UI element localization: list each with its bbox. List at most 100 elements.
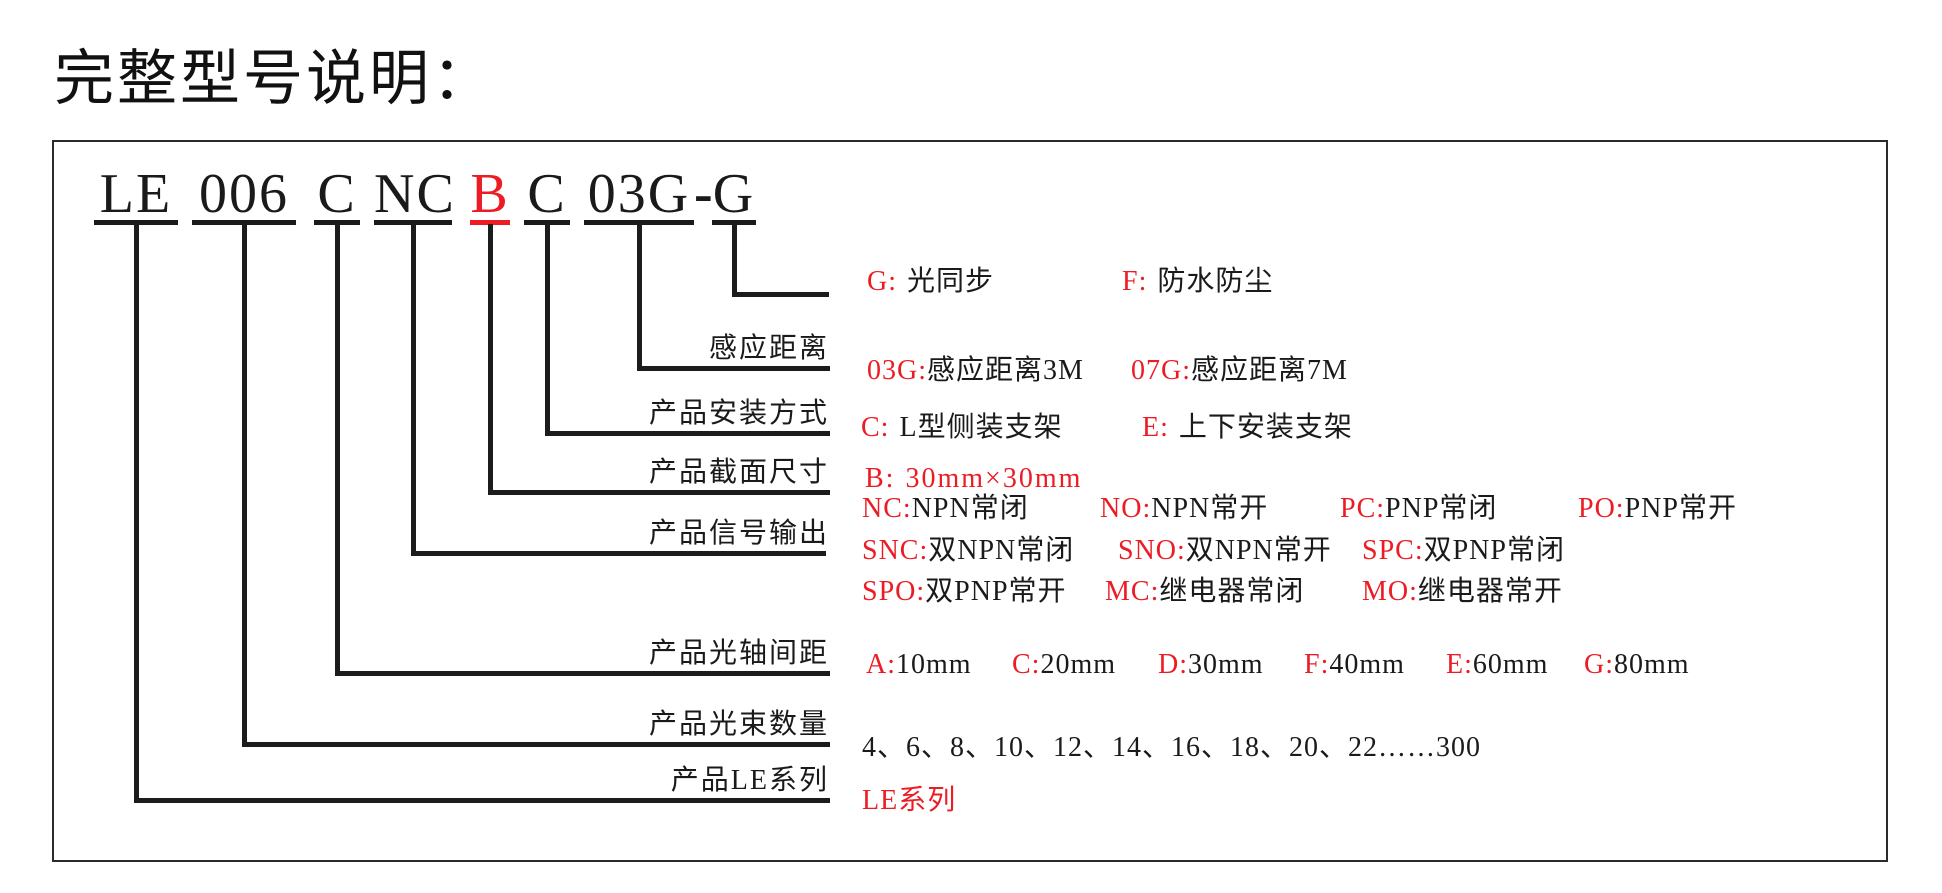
option-code: C: <box>861 412 890 443</box>
option-desc: 感应距离7M <box>1191 355 1348 386</box>
option-pitch-d: D:30mm <box>1158 648 1264 682</box>
connector-line-series <box>134 798 830 803</box>
connector-line-sync <box>732 292 829 297</box>
option-distance-7m: 07G:感应距离7M <box>1131 354 1348 388</box>
option-desc: 80mm <box>1614 649 1690 680</box>
option-pitch-e: E:60mm <box>1446 648 1548 682</box>
option-mount-l-bracket: C: L型侧装支架 <box>861 411 1063 445</box>
option-signal-mc: MC:继电器常闭 <box>1105 575 1304 609</box>
option-signal-mo: MO:继电器常开 <box>1362 575 1563 609</box>
connector-stem-le <box>134 224 139 803</box>
model-segment-b: B <box>470 163 510 225</box>
option-desc: 20mm <box>1040 649 1117 680</box>
row-label-beam-count: 产品光束数量 <box>648 709 829 740</box>
row-label-distance: 感应距离 <box>708 333 829 364</box>
option-signal-po: PO:PNP常开 <box>1578 492 1737 526</box>
option-desc: 光同步 <box>907 266 995 297</box>
option-code: D: <box>1158 649 1188 680</box>
option-desc: 感应距离3M <box>927 355 1084 386</box>
option-code: MO: <box>1362 576 1418 607</box>
connector-line-distance <box>637 366 830 371</box>
connector-stem-c1 <box>335 224 340 676</box>
connector-line-axis-pitch <box>335 671 830 676</box>
option-desc: 继电器常开 <box>1417 576 1563 607</box>
option-pitch-f: F:40mm <box>1304 648 1405 682</box>
option-code: PC: <box>1340 493 1386 524</box>
option-le-series: LE系列 <box>862 784 956 818</box>
option-code: SNO: <box>1118 535 1186 566</box>
option-code: F: <box>1304 649 1330 680</box>
model-segment-nc: NC <box>374 163 456 225</box>
row-label-axis-pitch: 产品光轴间距 <box>648 638 829 669</box>
model-segment-hyphen: - <box>694 163 715 225</box>
model-segment-c2: C <box>524 166 570 225</box>
connector-line-mounting <box>545 431 830 436</box>
option-desc: PNP常闭 <box>1385 493 1498 524</box>
option-distance-3m: 03G:感应距离3M <box>867 354 1084 388</box>
option-code: 07G: <box>1131 355 1191 386</box>
model-segment-g: G <box>712 163 756 225</box>
option-desc: 4、6、8、10、12、14、16、18、20、22……300 <box>862 732 1482 763</box>
option-desc: 10mm <box>896 649 972 680</box>
option-desc: 60mm <box>1472 649 1549 680</box>
option-desc: 上下安装支架 <box>1178 412 1353 443</box>
option-signal-spc: SPC:双PNP常闭 <box>1362 534 1565 568</box>
option-desc: 双PNP常闭 <box>1423 535 1565 566</box>
option-code: E: <box>1446 649 1473 680</box>
option-pitch-g: G:80mm <box>1584 648 1690 682</box>
option-signal-nc: NC:NPN常闭 <box>862 492 1029 526</box>
option-code: SPC: <box>1362 535 1424 566</box>
option-pitch-a: A:10mm <box>866 648 972 682</box>
row-label-mounting: 产品安装方式 <box>648 398 829 429</box>
option-desc: NPN常闭 <box>911 493 1029 524</box>
connector-stem-006 <box>242 224 247 747</box>
connector-stem-b <box>488 224 493 495</box>
row-label-series: 产品LE系列 <box>670 765 829 796</box>
model-segment-c1: C <box>314 166 360 225</box>
model-segment-03g: 03G <box>584 166 694 225</box>
option-desc: 双NPN常闭 <box>928 535 1075 566</box>
option-desc: 40mm <box>1329 649 1405 680</box>
option-mount-updown: E: 上下安装支架 <box>1142 411 1353 445</box>
option-code: G: <box>1584 649 1614 680</box>
connector-stem-c2 <box>545 224 550 436</box>
row-label-section: 产品截面尺寸 <box>648 457 829 488</box>
option-desc: 防水防尘 <box>1157 266 1274 297</box>
option-desc: 继电器常闭 <box>1159 576 1305 607</box>
connector-line-signal <box>411 551 826 556</box>
option-code: A: <box>866 649 896 680</box>
connector-stem-03g <box>637 224 642 371</box>
model-diagram-frame <box>52 140 1888 862</box>
option-desc: NPN常开 <box>1151 493 1269 524</box>
connector-line-section <box>488 490 830 495</box>
option-section-size: B: 30mm×30mm <box>865 462 1082 496</box>
option-desc: 30mm <box>1188 649 1264 680</box>
option-desc: 30mm×30mm <box>905 463 1083 494</box>
option-signal-sno: SNO:双NPN常开 <box>1118 534 1332 568</box>
option-signal-snc: SNC:双NPN常闭 <box>862 534 1074 568</box>
option-code: G: <box>867 266 897 297</box>
connector-stem-g <box>732 224 737 297</box>
option-code: E: <box>1142 412 1169 443</box>
option-signal-spo: SPO:双PNP常开 <box>862 575 1067 609</box>
option-code: B: <box>865 463 896 494</box>
model-segment-006: 006 <box>192 166 296 225</box>
option-beam-counts: 4、6、8、10、12、14、16、18、20、22……300 <box>862 731 1481 765</box>
option-code: SPO: <box>862 576 926 607</box>
option-code: C: <box>1012 649 1041 680</box>
option-code: 03G: <box>867 355 927 386</box>
option-code: SNC: <box>862 535 929 566</box>
option-desc: 双NPN常开 <box>1185 535 1332 566</box>
option-signal-pc: PC:PNP常闭 <box>1340 492 1497 526</box>
page-title: 完整型号说明： <box>54 46 495 112</box>
option-desc: L型侧装支架 <box>899 412 1063 443</box>
option-sync: G: 光同步 <box>867 265 994 299</box>
option-desc: PNP常开 <box>1624 493 1737 524</box>
model-segment-le: LE <box>94 166 178 225</box>
option-code: F: <box>1122 266 1148 297</box>
option-code: MC: <box>1105 576 1160 607</box>
connector-stem-nc <box>411 224 416 556</box>
option-desc: 双PNP常开 <box>925 576 1067 607</box>
option-waterproof: F: 防水防尘 <box>1122 265 1273 299</box>
